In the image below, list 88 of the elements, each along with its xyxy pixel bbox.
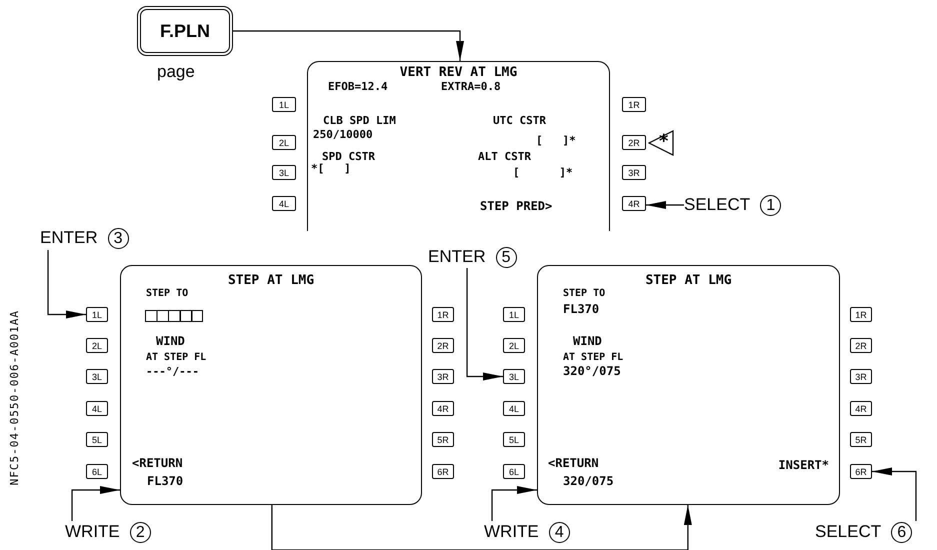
instruction-word: ENTER [428, 247, 486, 267]
display-text: 250/10000 [313, 128, 373, 141]
display-text: UTC CSTR [493, 114, 546, 127]
display-text: AT STEP FL [146, 351, 206, 364]
display-text: ALT CSTR [478, 150, 531, 163]
line-select-key: 6R [850, 464, 872, 479]
line-select-key: 2L [272, 135, 296, 150]
display-text: AT STEP FL [563, 351, 624, 364]
line-select-key: 4L [86, 401, 108, 416]
display-text: STEP TO [146, 287, 188, 300]
line-select-key: 1L [503, 307, 525, 322]
display-text: SPD CSTR [322, 150, 375, 163]
display-screen [537, 265, 840, 505]
display-text: <RETURN [132, 457, 183, 470]
step-number: 6 [891, 522, 912, 542]
step-number: 5 [496, 246, 517, 268]
step-number: 1 [760, 194, 782, 216]
line-select-key: 5R [850, 432, 872, 447]
line-select-key: 2L [503, 338, 525, 353]
screen-title: STEP AT LMG [226, 274, 316, 287]
line-select-key: 4L [503, 401, 525, 416]
pointer-triangle [648, 130, 674, 156]
display-text: CLB SPD LIM [323, 114, 396, 127]
display-text: <RETURN [548, 457, 599, 470]
instruction-word: SELECT [815, 522, 882, 542]
instruction-word: WRITE [484, 522, 539, 542]
line-select-key: 5L [503, 432, 525, 447]
line-select-key: 6L [503, 464, 525, 479]
display-text: INSERT* [778, 459, 829, 472]
arrow [491, 486, 537, 521]
display-text: FL370 [147, 475, 184, 488]
line-select-key: 1R [622, 97, 646, 112]
instruction-word: WRITE [65, 522, 120, 542]
line-select-key: 4R [850, 401, 872, 416]
line-select-key: 2R [622, 135, 646, 150]
arrow [271, 505, 692, 550]
line-select-key: 2R [432, 338, 454, 353]
display-text: 320°/075 [563, 365, 621, 378]
display-text: STEP TO [563, 287, 606, 300]
document-reference: NFC5-04-0550-006-A001AA [8, 310, 21, 486]
display-screen [120, 265, 422, 505]
line-select-key: 3R [850, 369, 872, 384]
key-caption: page [157, 62, 195, 82]
display-text: 320/075 [563, 475, 614, 488]
display-text: [ ]* [513, 166, 573, 179]
line-select-key: 4R [432, 401, 454, 416]
line-select-key: 3L [503, 369, 525, 384]
arrow [466, 268, 503, 380]
line-select-key: 1R [432, 307, 454, 322]
line-select-key: 1R [850, 307, 872, 322]
display-text: WIND [156, 335, 185, 348]
line-select-key: 2L [86, 338, 108, 353]
line-select-key: 6R [432, 464, 454, 479]
step-number: 4 [548, 522, 570, 542]
line-select-key: 4R [622, 196, 646, 211]
arrow [233, 30, 464, 61]
line-select-key: 3L [272, 165, 296, 180]
display-screen [307, 61, 610, 231]
display-text: EXTRA=0.8 [441, 80, 501, 93]
screen-title: STEP AT LMG [644, 274, 733, 287]
line-select-key: 3R [432, 369, 454, 384]
display-text: WIND [573, 335, 602, 348]
arrow [646, 201, 684, 209]
display-text: [ ]* [536, 134, 576, 147]
line-select-key: 3L [86, 369, 108, 384]
instruction-word: ENTER [40, 228, 98, 248]
display-text: EFOB=12.4 [328, 80, 388, 93]
display-text: FL370 [563, 303, 600, 316]
step-number: 2 [130, 522, 151, 542]
screen-title: VERT REV AT LMG [398, 66, 518, 79]
line-select-key: 5R [432, 432, 454, 447]
asterisk: * [659, 131, 668, 152]
instruction-word: SELECT [684, 195, 750, 215]
arrow [47, 250, 86, 318]
function-key: F.PLN [137, 6, 233, 56]
display-text: ---°/--- [146, 365, 199, 378]
line-select-key: 1L [86, 307, 108, 322]
line-select-key: 5L [86, 432, 108, 447]
arrow [71, 486, 120, 521]
line-select-key: 2R [850, 338, 872, 353]
line-select-key: 3R [622, 165, 646, 180]
line-select-key: 4L [272, 196, 296, 211]
arrow [872, 468, 917, 521]
display-text: *[ ] [311, 162, 351, 175]
display-text: STEP PRED> [480, 200, 552, 213]
line-select-key: 1L [272, 97, 296, 112]
step-number: 3 [108, 228, 129, 248]
line-select-key: 6L [86, 464, 108, 479]
